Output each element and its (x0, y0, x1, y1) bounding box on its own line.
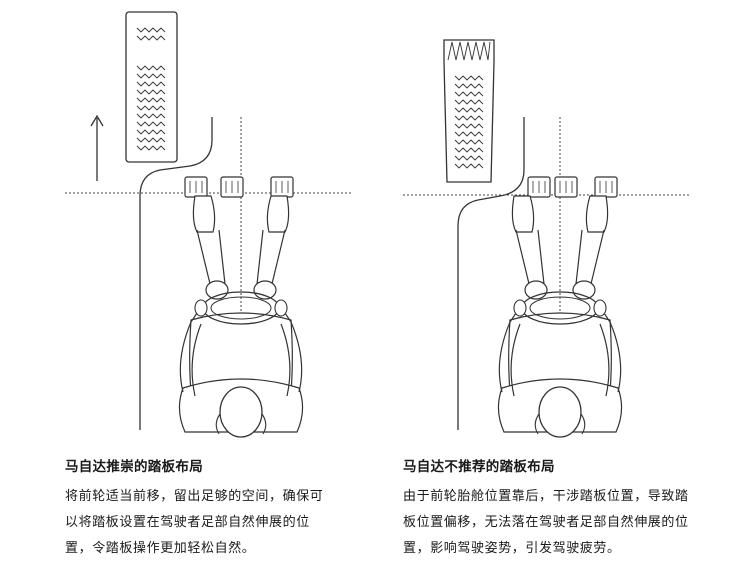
up-arrow-icon (90, 114, 104, 181)
right-wheel-arch-outline (457, 117, 525, 430)
left-caption-title: 马自达推崇的踏板布局 (65, 459, 203, 475)
right-driver-figure (497, 195, 623, 438)
left-driver-figure (178, 195, 304, 438)
right-caption-title: 马自达不推荐的踏板布局 (403, 459, 555, 475)
left-wheel-arch-outline (139, 117, 213, 430)
left-caption: 马自达推崇的踏板布局 将前轮适当前移，留出足够的空间，确保可以将踏板设置在驾驶者… (65, 457, 335, 562)
left-wheel-tread-icon (125, 11, 178, 163)
right-wheel-tread-icon (443, 39, 495, 183)
pedal-layout-diagram (65, 11, 690, 438)
right-caption: 马自达不推荐的踏板布局 由于前轮胎舱位置靠后，干涉踏板位置，导致踏板位置偏移，无… (403, 457, 691, 562)
right-caption-body: 由于前轮胎舱位置靠后，干涉踏板位置，导致踏板位置偏移，无法落在驾驶者足部自然伸展… (403, 489, 689, 556)
right-pedals (527, 176, 618, 198)
left-pedals (184, 176, 294, 198)
left-caption-body: 将前轮适当前移，留出足够的空间，确保可以将踏板设置在驾驶者足部自然伸展的位置，令… (65, 489, 324, 556)
